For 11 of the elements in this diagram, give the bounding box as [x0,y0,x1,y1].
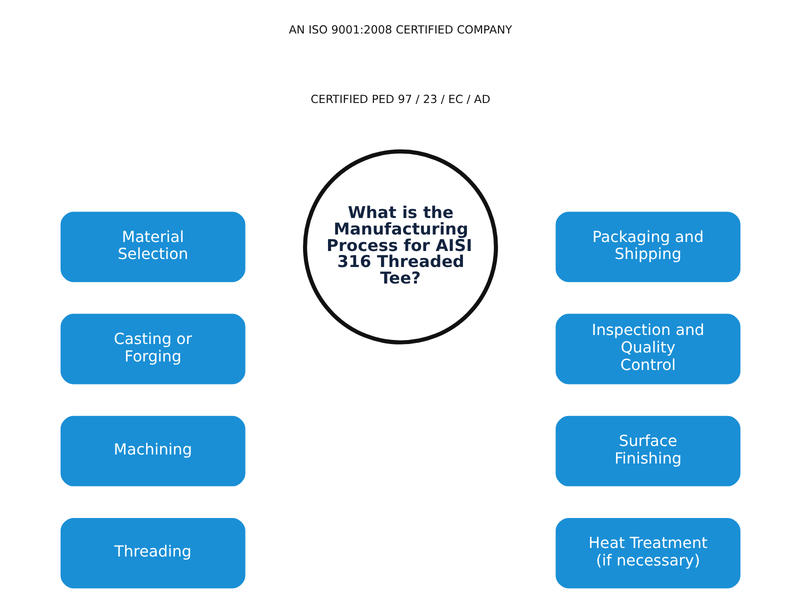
node-box: Heat Treatment (if necessary) [555,518,740,588]
node-box: Surface Finishing [555,416,740,486]
node-box: Threading [60,518,245,588]
node-box: Inspection and Quality Control [555,314,740,384]
label: AN ISO 9001:2008 CERTIFIED COMPANY [288,23,512,36]
node-circle: What is the Manufacturing Process for AISI 316 Threaded Tee? [302,149,498,344]
node-box: Material Selection [60,212,245,282]
node-box: Machining [60,416,245,486]
label: CERTIFIED PED 97 / 23 / EC / AD [310,92,490,106]
node-box: Casting or Forging [60,314,245,384]
node-box: Packaging and Shipping [555,212,740,282]
